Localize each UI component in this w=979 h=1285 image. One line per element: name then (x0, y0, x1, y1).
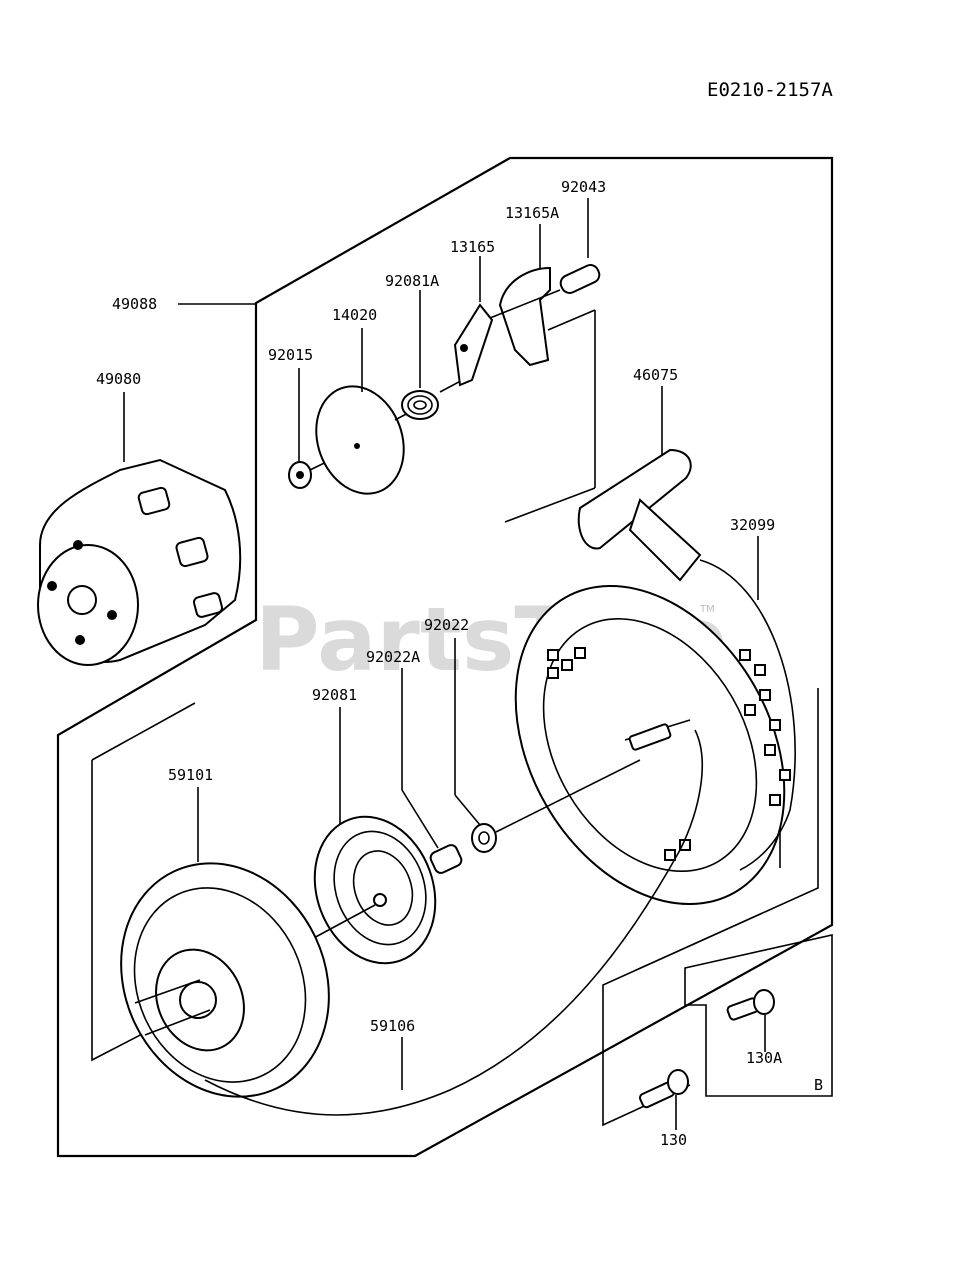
label-59101[interactable]: 59101 (168, 766, 213, 784)
part-59106-rope (204, 729, 704, 1116)
bolt-group-frame (602, 688, 819, 1127)
part-14020-plate (315, 385, 411, 495)
label-92081[interactable]: 92081 (312, 686, 357, 704)
label-46075[interactable]: 46075 (633, 366, 678, 384)
label-49088[interactable]: 49088 (112, 295, 157, 313)
assembly-frame (56, 156, 834, 1158)
label-92022A[interactable]: 92022A (366, 648, 420, 666)
trademark-mark: TM (699, 604, 715, 615)
part-92022A-collar (429, 844, 463, 874)
label-49080[interactable]: 49080 (96, 370, 141, 388)
label-130A[interactable]: 130A (746, 1049, 782, 1067)
diagram-code: E0210-2157A (707, 79, 833, 101)
part-13165-pawl (453, 303, 494, 387)
label-14020[interactable]: 14020 (332, 306, 377, 324)
part-92022-washer (471, 823, 497, 853)
part-130A-bolt (726, 989, 775, 1021)
part-92081-spring-disc (309, 815, 437, 965)
label-32099[interactable]: 32099 (730, 516, 775, 534)
leader-lines (123, 198, 766, 1130)
part-92043-pin (504, 264, 601, 523)
part-32099-housing (514, 559, 796, 905)
part-59101-pulley (120, 862, 330, 1098)
label-92043[interactable]: 92043 (561, 178, 606, 196)
label-13165A[interactable]: 13165A (505, 204, 559, 222)
box-letter-b: B (814, 1076, 823, 1094)
label-92022[interactable]: 92022 (424, 616, 469, 634)
part-13165A-pawl (489, 266, 561, 367)
label-92015[interactable]: 92015 (268, 346, 313, 364)
part-46075-handle (577, 448, 702, 582)
bolt-b-frame (684, 934, 833, 1097)
part-130-bolt (638, 1069, 689, 1109)
part-92015-nut (288, 447, 356, 489)
vent-holes (547, 647, 791, 861)
part-49080-cover (37, 458, 242, 666)
axis-line-upper (495, 759, 641, 833)
part-92081A-spring (401, 375, 471, 420)
label-13165[interactable]: 13165 (450, 238, 495, 256)
label-92081A[interactable]: 92081A (385, 272, 439, 290)
label-130[interactable]: 130 (660, 1131, 687, 1149)
label-59106[interactable]: 59106 (370, 1017, 415, 1035)
